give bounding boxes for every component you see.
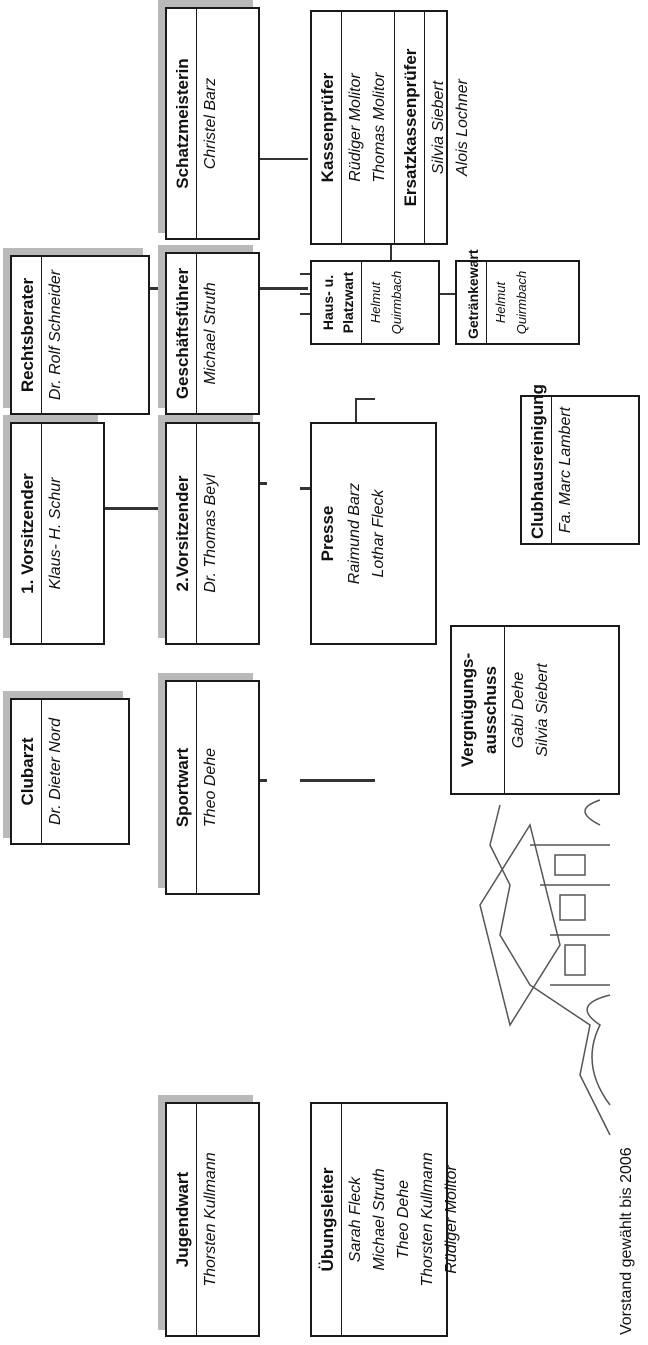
person-name: Dr. Dieter Nord bbox=[47, 718, 64, 825]
person-name: Klaus- H. Schur bbox=[47, 477, 64, 590]
box-title: Rechtsberater bbox=[12, 257, 42, 413]
person-name: Michael Struth bbox=[371, 1168, 388, 1271]
box-title: Clubarzt bbox=[12, 700, 42, 843]
person-name: Thomas Molitor bbox=[371, 72, 388, 183]
box-uebungsleiter: Übungsleiter Sarah Fleck Michael Struth … bbox=[310, 1102, 460, 1337]
box-title-ersatz: Ersatzkassenprüfer bbox=[394, 12, 425, 243]
person-name: Silvia Siebert bbox=[430, 80, 447, 175]
box-title-line2: ausschuss bbox=[481, 627, 505, 793]
person-name: Lothar Fleck bbox=[370, 489, 387, 578]
person-name: Sarah Fleck bbox=[347, 1176, 364, 1263]
person-name: Raimund Barz bbox=[346, 482, 363, 585]
caption: Vorstand gewählt bis 2006 bbox=[618, 1147, 635, 1335]
box-clubarzt: Clubarzt Dr. Dieter Nord bbox=[10, 698, 130, 845]
person-name: Thorsten Kullmann bbox=[419, 1152, 436, 1287]
box-title: 2.Vorsitzender bbox=[167, 424, 197, 643]
person-name: Dr. Rolf Schneider bbox=[47, 269, 64, 401]
box-title: Jugendwart bbox=[167, 1104, 197, 1335]
connector-line bbox=[300, 779, 375, 782]
box-title: Geschäftsführer bbox=[167, 254, 197, 413]
box-rechtsberater: Rechtsberater Dr. Rolf Schneider bbox=[10, 255, 150, 415]
person-name: Dr. Thomas Beyl bbox=[202, 474, 219, 593]
box-vorsitzender-2: 2.Vorsitzender Dr. Thomas Beyl bbox=[165, 422, 260, 645]
box-getraenkewart: Getränkewart Helmut Quirmbach bbox=[455, 250, 580, 345]
box-title: Getränkewart bbox=[457, 250, 487, 343]
person-name: Rüdiger Molitor bbox=[443, 1165, 460, 1274]
box-sportwart: Sportwart Theo Dehe bbox=[165, 680, 260, 895]
person-name: Theo Dehe bbox=[202, 747, 219, 828]
box-title: Übungsleiter bbox=[312, 1104, 342, 1335]
clubhouse-illustration bbox=[479, 799, 611, 1136]
box-schatzmeisterin: Schatzmeisterin Christel Barz bbox=[165, 7, 260, 240]
box-title: Presse bbox=[318, 505, 337, 562]
box-vergnuegungsausschuss: Vergnügungs- ausschuss Gabi Dehe Silvia … bbox=[450, 625, 620, 795]
person-name: Rüdiger Molitor bbox=[347, 73, 364, 182]
person-name: Helmut Quirmbach bbox=[493, 270, 529, 335]
person-name: Thorsten Kullmann bbox=[202, 1152, 219, 1287]
person-name: Michael Struth bbox=[202, 282, 219, 385]
box-title: Clubhausreinigung bbox=[522, 384, 552, 543]
box-haus-platzwart: Haus- u. Platzwart Helmut Quirmbach bbox=[310, 260, 440, 345]
person-name: Alois Lochner bbox=[454, 79, 471, 176]
box-presse: Presse Raimund Barz Lothar Fleck bbox=[310, 422, 437, 645]
box-title: Schatzmeisterin bbox=[167, 9, 197, 238]
box-title: Vergnügungs- bbox=[458, 652, 477, 768]
person-name: Helmut Quirmbach bbox=[368, 270, 404, 335]
box-vorsitzender-1: 1. Vorsitzender Klaus- H. Schur bbox=[10, 422, 105, 645]
connector-line bbox=[355, 398, 375, 400]
person-name: Theo Dehe bbox=[395, 1179, 412, 1260]
person-name: Gabi Dehe bbox=[510, 671, 527, 749]
box-title: 1. Vorsitzender bbox=[12, 424, 42, 643]
box-title: Sportwart bbox=[167, 682, 197, 893]
box-kassenpruefer: Kassenprüfer Rüdiger Molitor Thomas Moli… bbox=[310, 10, 471, 245]
person-name: Fa. Marc Lambert bbox=[557, 406, 574, 534]
person-name: Silvia Siebert bbox=[534, 663, 551, 757]
box-geschaeftsfuehrer: Geschäftsführer Michael Struth bbox=[165, 252, 260, 415]
box-title: Haus- u. Platzwart bbox=[312, 262, 362, 343]
box-jugendwart: Jugendwart Thorsten Kullmann bbox=[165, 1102, 260, 1337]
box-clubhausreinigung: Clubhausreinigung Fa. Marc Lambert bbox=[520, 384, 640, 545]
person-name: Christel Barz bbox=[202, 77, 219, 170]
box-title: Kassenprüfer bbox=[312, 12, 342, 243]
